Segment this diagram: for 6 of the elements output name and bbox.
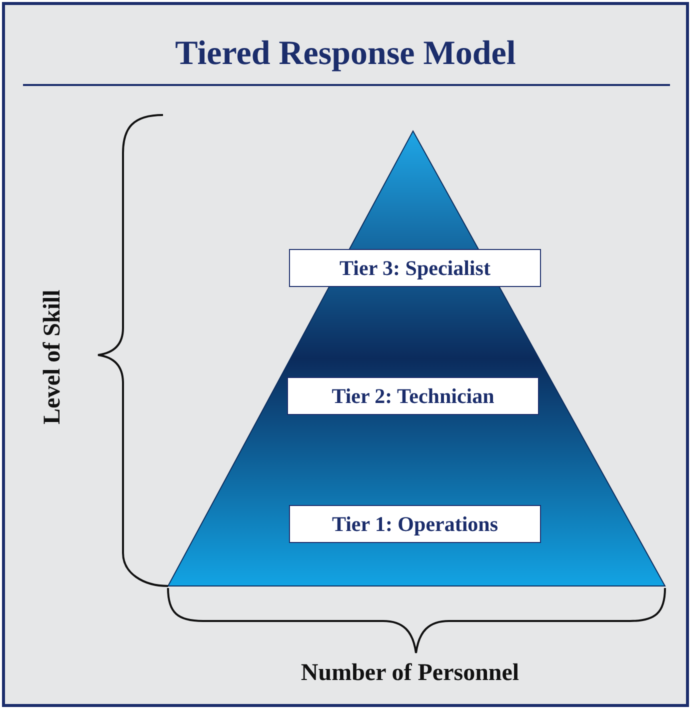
tier-label-box: Tier 2: Technician [287, 377, 539, 415]
tier-label-box: Tier 1: Operations [289, 505, 541, 543]
tier-label-box: Tier 3: Specialist [289, 249, 541, 287]
axis-label: Number of Personnel [300, 660, 520, 687]
title: Tiered Response Model [174, 35, 517, 73]
axis-label: Level of Skill [40, 290, 66, 424]
